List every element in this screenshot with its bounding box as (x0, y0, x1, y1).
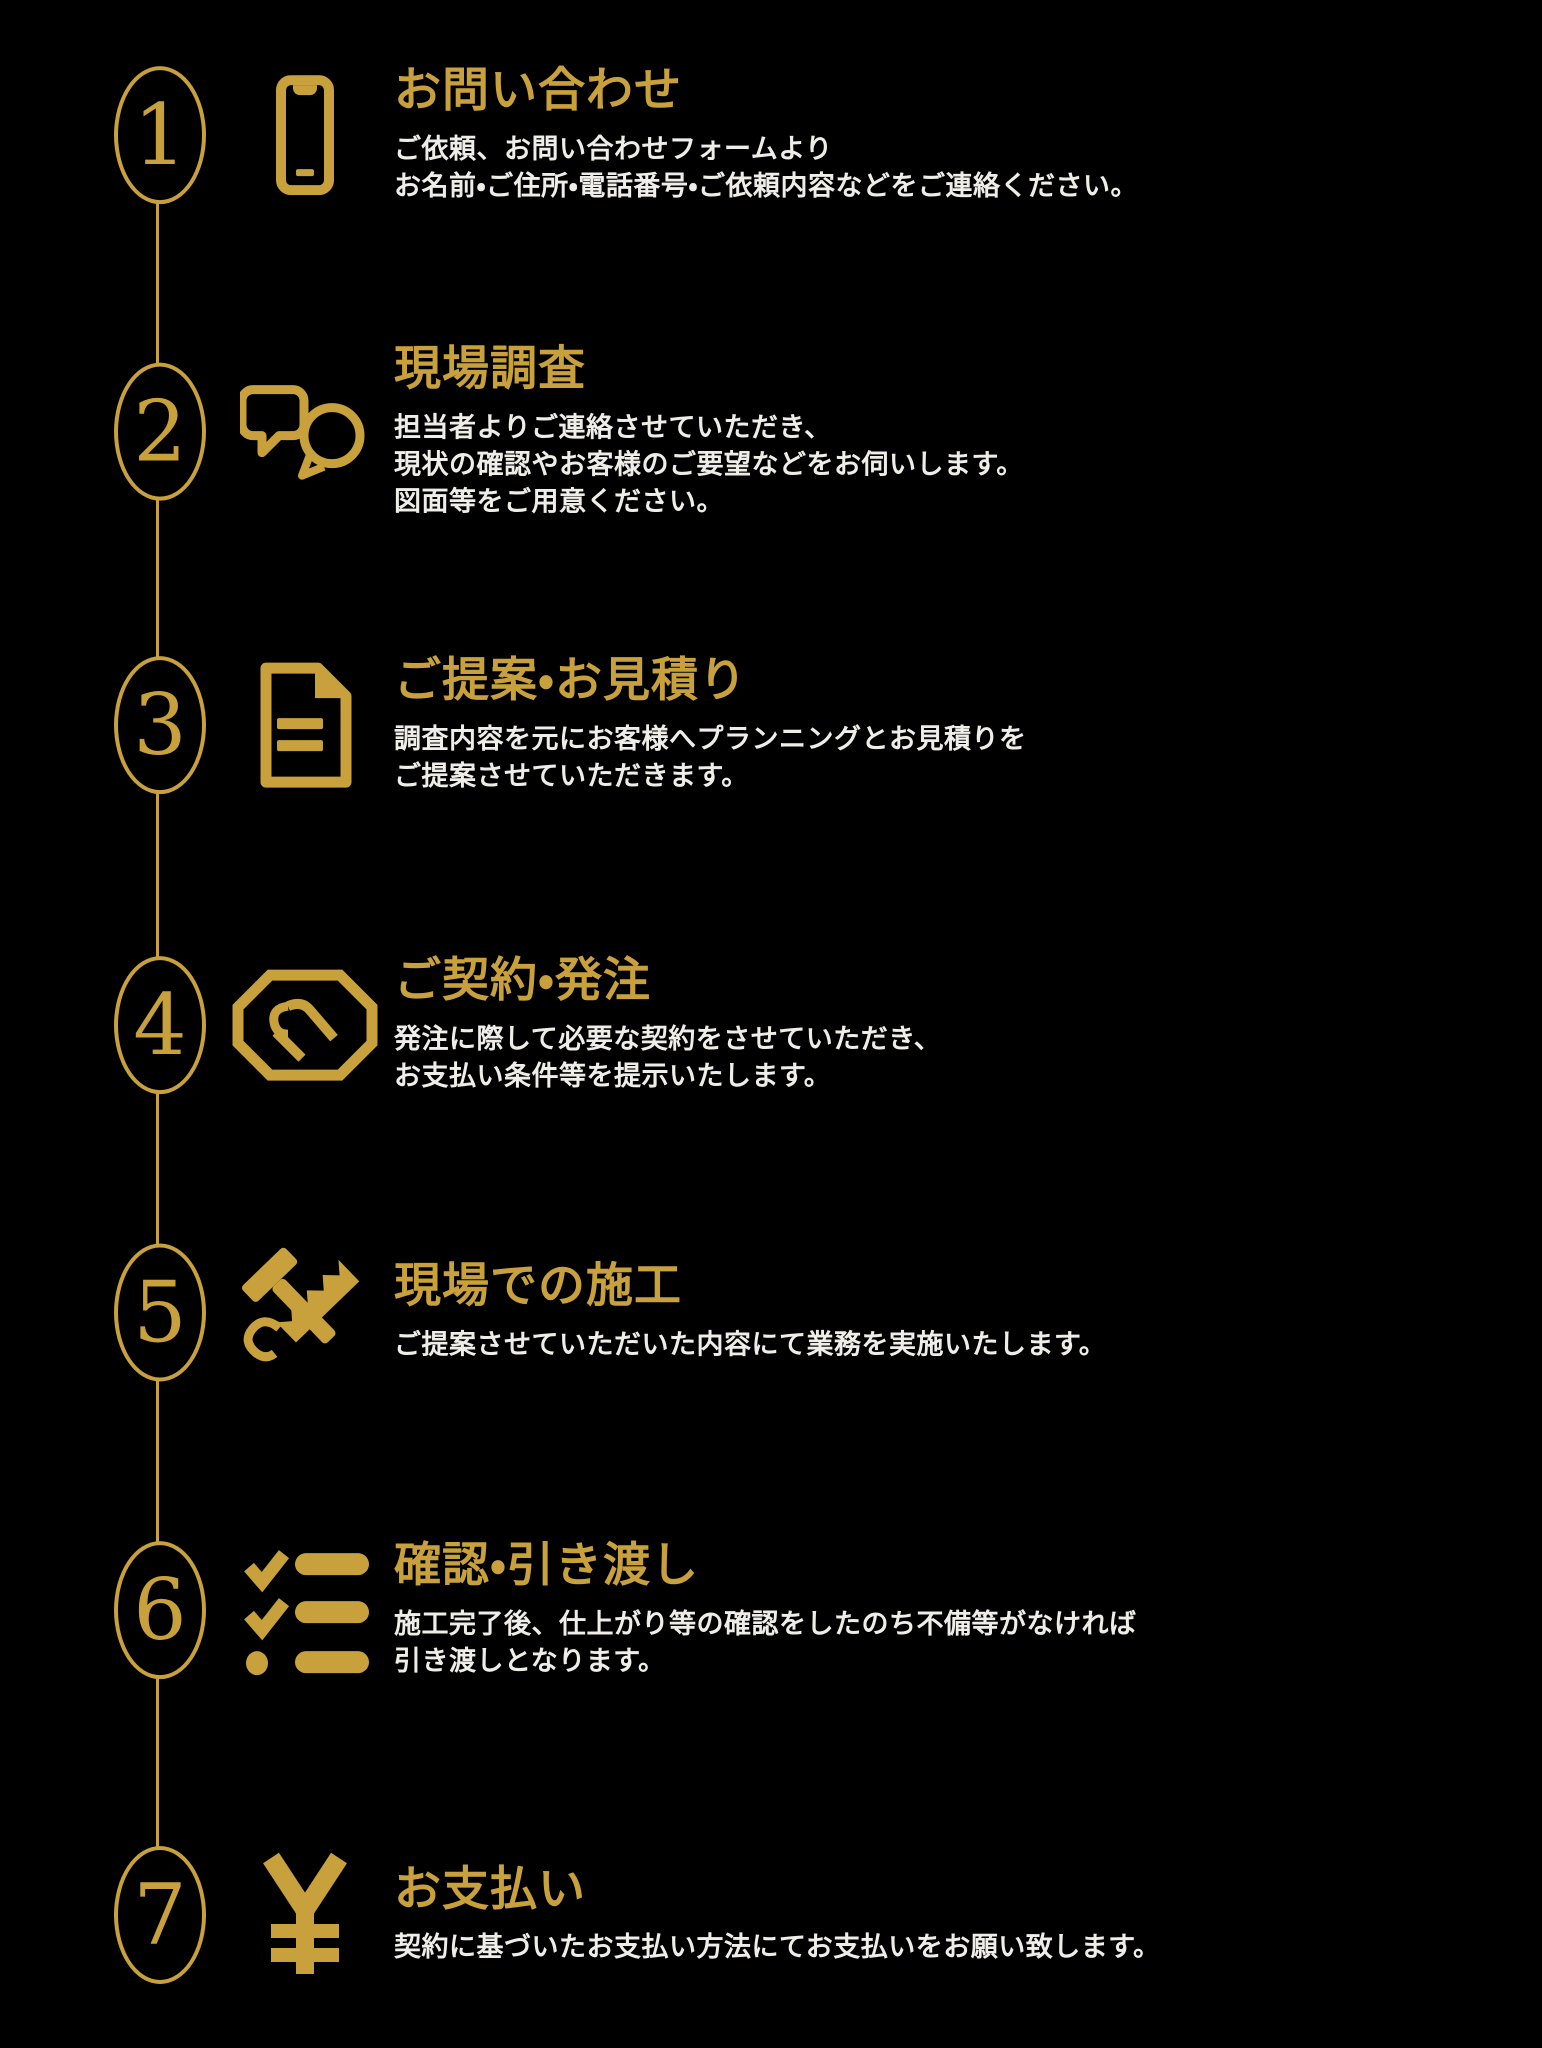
step-number-circle: 1 (114, 66, 206, 204)
step-row: 6 確認・引き渡し 施工完了後、仕上がり等の確認をしたのち不備等がなければ 引き… (0, 1540, 1542, 1680)
step-number-circle: 7 (114, 1846, 206, 1984)
hammer-saw-icon (241, 1247, 359, 1362)
step-description-line: お名前・ご住所・電話番号・ご依頼内容などをご連絡ください。 (394, 170, 1139, 202)
step-row: 5 現場での施工 ご提案させていただいた内容にて業務を実施いたします。 (0, 1240, 1542, 1385)
step-row: 3 ご提案・お見積り 調査内容を元にお客様へプランニングとお見積りを ご提案させ… (0, 655, 1542, 795)
step-description-line: お支払い条件等を提示いたします。 (394, 1060, 832, 1092)
smartphone-icon (276, 75, 334, 195)
step-row: 1 お問い合わせ ご依頼、お問い合わせフォームより お名前・ご住所・電話番号・ご… (0, 65, 1542, 205)
handshake-icon (232, 969, 378, 1081)
step-number-circle: 5 (114, 1243, 206, 1381)
step-row: 2 現場調査 担当者よりご連絡させていただき、 現状の確認やお客様のご要望などを… (0, 341, 1542, 521)
speech-bubbles-icon (240, 385, 365, 480)
step-description-line: ご依頼、お問い合わせフォームより (394, 133, 833, 165)
step-number-circle: 2 (114, 363, 206, 501)
step-description-line: 現状の確認やお客様のご要望などをお伺いします。 (394, 449, 1024, 481)
step-title: ご契約・発注 (394, 953, 651, 1009)
step-description-line: 施工完了後、仕上がり等の確認をしたのち不備等がなければ (394, 1608, 1137, 1640)
step-number-circle: 3 (114, 656, 206, 794)
step-number-circle: 6 (114, 1541, 206, 1679)
step-description-line: 担当者よりご連絡させていただき、 (394, 412, 832, 444)
step-number: 1 (133, 86, 187, 184)
step-description-line: 調査内容を元にお客様へプランニングとお見積りを (394, 723, 1027, 755)
document-icon (260, 662, 352, 788)
step-title: 現場調査 (394, 341, 586, 397)
yen-icon (263, 1852, 347, 1974)
step-row: 4 ご契約・発注 発注に際して必要な契約をさせていただき、 お支払い条件等を提示… (0, 955, 1542, 1095)
step-description-line: 発注に際して必要な契約をさせていただき、 (394, 1023, 942, 1055)
step-number: 4 (133, 976, 187, 1074)
step-number: 7 (133, 1866, 187, 1964)
step-number-circle: 4 (114, 956, 206, 1094)
step-title: 確認・引き渡し (394, 1538, 699, 1594)
step-description-line: ご提案させていただきます。 (394, 760, 749, 792)
step-number: 6 (133, 1561, 187, 1659)
step-number: 3 (133, 676, 187, 774)
step-row: 7 お支払い 契約に基づいたお支払い方法にてお支払いをお願い致します。 (0, 1846, 1542, 1984)
step-description-line: ご提案させていただいた内容にて業務を実施いたします。 (394, 1329, 1107, 1361)
step-description-line: 契約に基づいたお支払い方法にてお支払いをお願い致します。 (394, 1932, 1161, 1964)
checklist-icon (244, 1549, 369, 1675)
step-number: 5 (133, 1263, 187, 1361)
step-title: お問い合わせ (394, 63, 682, 119)
step-title: お支払い (394, 1861, 586, 1917)
step-description-line: 図面等をご用意ください。 (394, 486, 724, 518)
step-title: 現場での施工 (394, 1258, 682, 1314)
step-number: 2 (133, 383, 187, 481)
step-description-line: 引き渡しとなります。 (394, 1645, 666, 1677)
step-title: ご提案・お見積り (394, 653, 747, 709)
